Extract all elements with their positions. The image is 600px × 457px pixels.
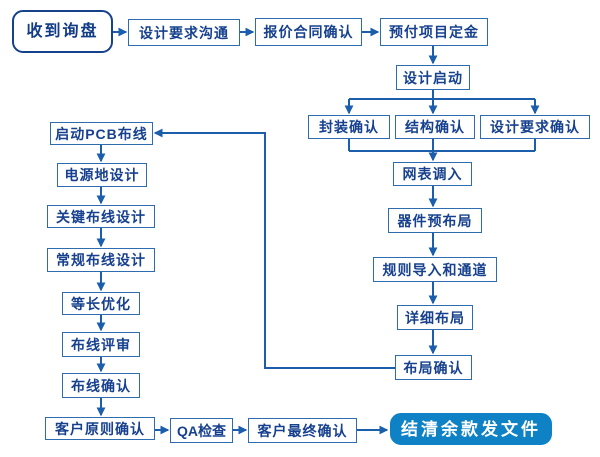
node-netlist-import: 网表调入 xyxy=(393,162,472,186)
node-routing-review: 布线评审 xyxy=(62,332,140,357)
node-structure-confirm: 结构确认 xyxy=(395,115,475,139)
node-start-pcb-routing: 启动PCB布线 xyxy=(50,122,153,145)
node-general-routing-design: 常规布线设计 xyxy=(47,248,155,272)
node-rules-import-and-channels: 规则导入和通道 xyxy=(373,257,497,282)
node-customer-final-confirm: 客户最终确认 xyxy=(248,418,357,443)
node-receive-inquiry: 收到询盘 xyxy=(12,10,113,53)
node-critical-routing-design: 关键布线设计 xyxy=(47,205,155,228)
node-customer-principle-confirm: 客户原则确认 xyxy=(45,417,155,440)
node-placement-confirm: 布局确认 xyxy=(395,355,472,380)
node-settle-balance-send-files: 结清余款发文件 xyxy=(390,413,552,445)
node-quotation-contract-confirm: 报价合同确认 xyxy=(255,18,362,46)
node-qa-check: QA检查 xyxy=(170,418,233,443)
node-advance-project-deposit: 预付项目定金 xyxy=(380,18,488,46)
node-design-requirements-confirm: 设计要求确认 xyxy=(480,115,590,139)
edge-kickoff-branch-bus xyxy=(349,90,535,100)
node-routing-confirm: 布线确认 xyxy=(62,373,140,398)
node-power-ground-design: 电源地设计 xyxy=(57,163,147,187)
node-detailed-placement: 详细布局 xyxy=(397,305,473,330)
node-design-requirements-communication: 设计要求沟通 xyxy=(128,19,240,46)
edge-placement-confirm-to-start-routing xyxy=(153,128,395,369)
node-design-kickoff: 设计启动 xyxy=(396,65,470,90)
node-length-matching-optimization: 等长优化 xyxy=(62,292,140,315)
node-component-preplacement: 器件预布局 xyxy=(388,208,482,233)
node-footprint-confirm: 封装确认 xyxy=(308,115,390,139)
edge-confirm-merge-bus xyxy=(348,139,536,152)
